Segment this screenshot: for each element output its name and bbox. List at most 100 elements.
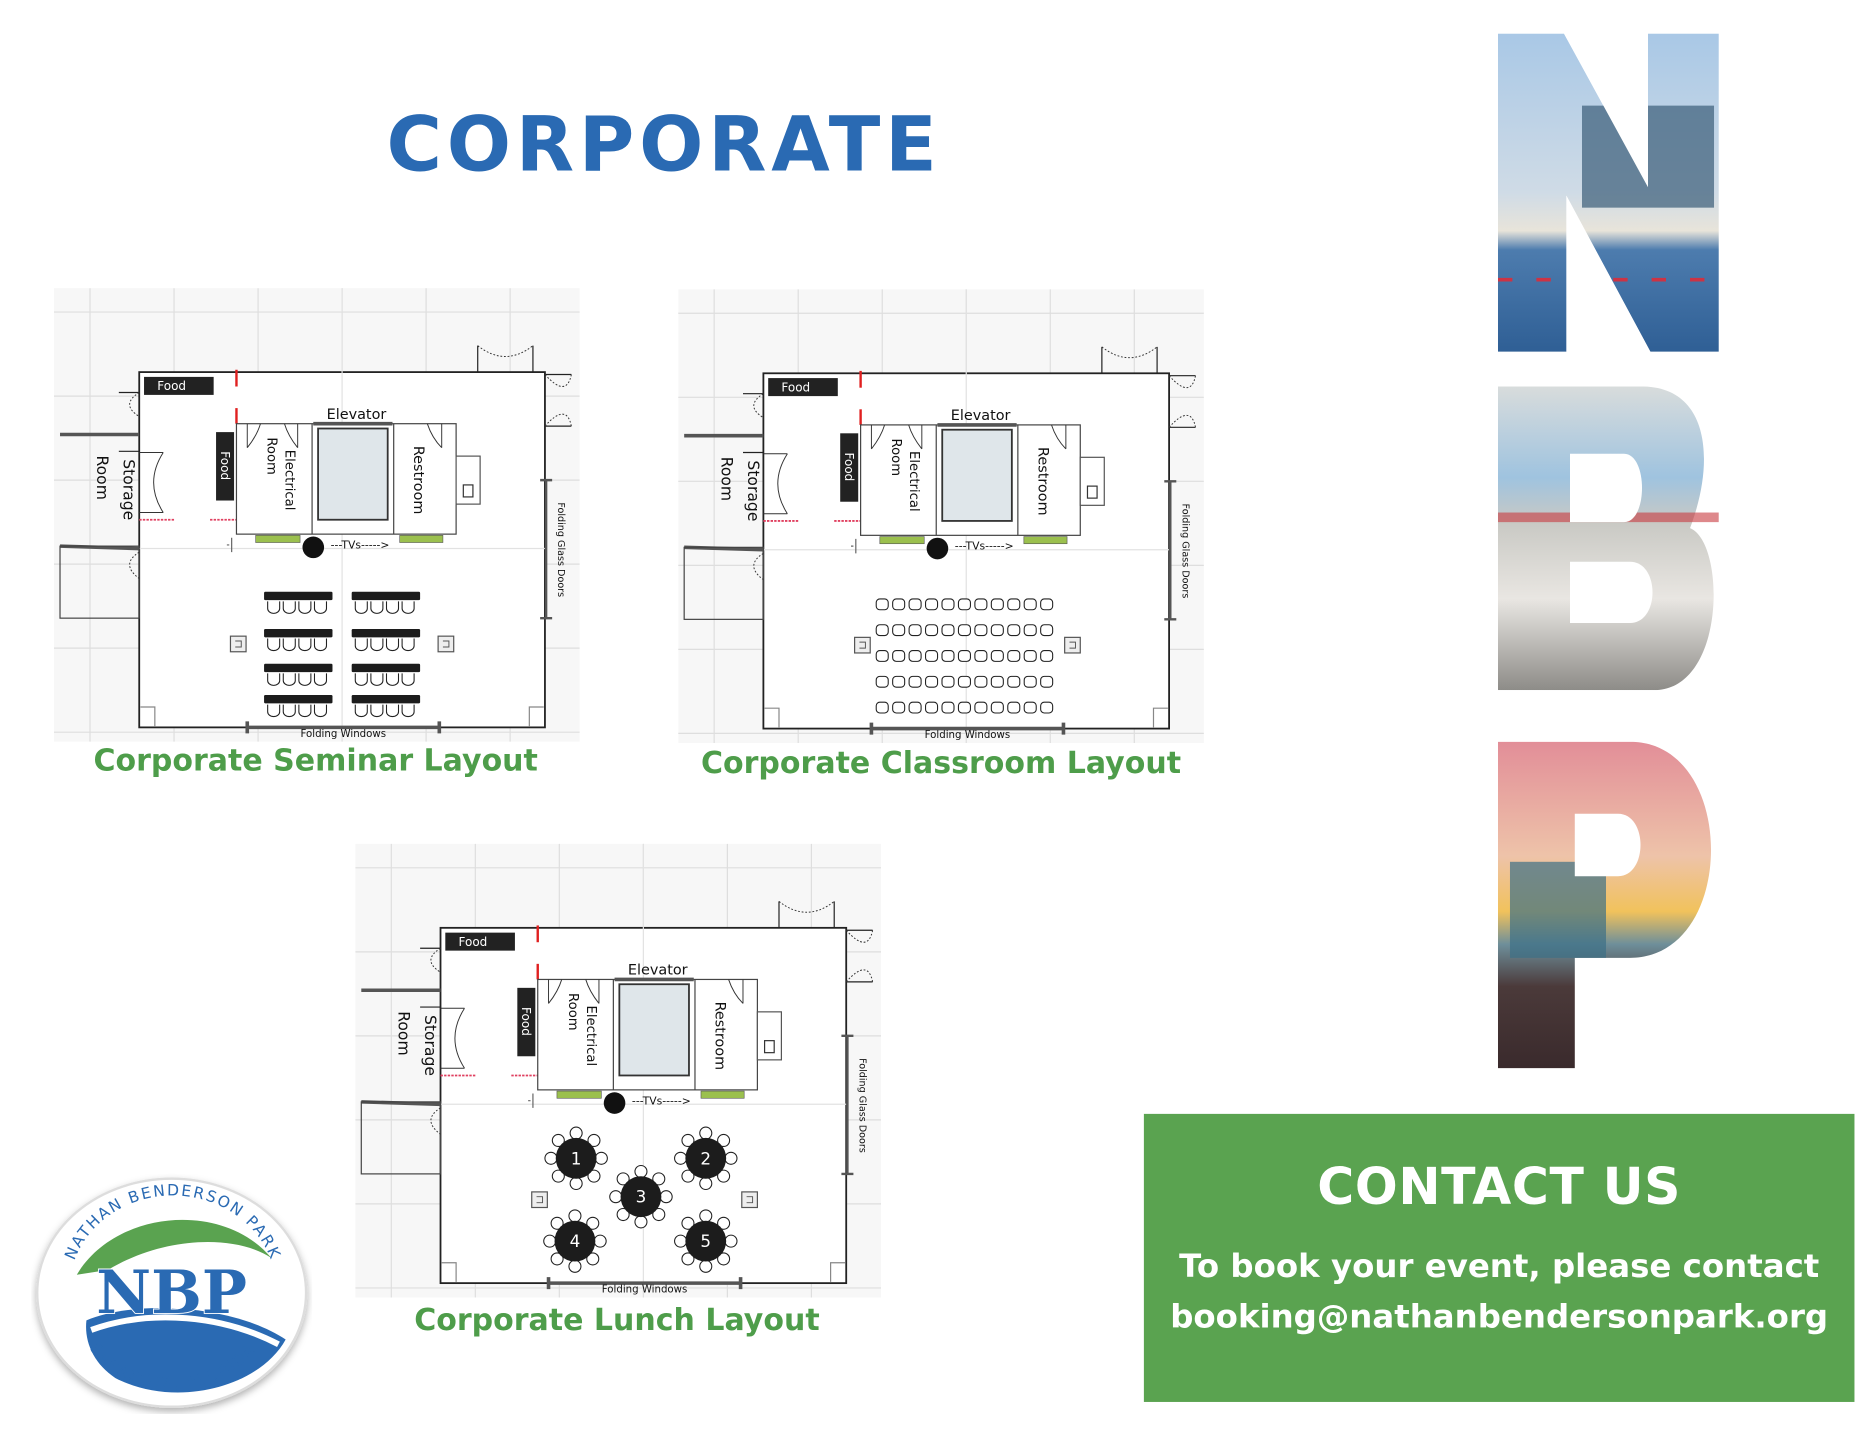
chair-icon: [298, 673, 312, 686]
electrical-room-label: Room: [888, 439, 903, 477]
chair-icon: [282, 601, 296, 614]
podium-icon: [229, 635, 247, 653]
electrical-room-label: Room: [565, 993, 580, 1031]
electrical-door-icon: [548, 979, 600, 1004]
folding-windows: [869, 722, 1066, 735]
chair-icon: [908, 701, 922, 714]
chair-icon: [699, 1176, 713, 1191]
elevator-box: [941, 428, 1013, 522]
chair-icon: [298, 638, 312, 652]
contact-box: CONTACT US To book your event, please co…: [1143, 1113, 1855, 1402]
corner-mark: [441, 1262, 846, 1282]
chair-icon: [370, 673, 384, 686]
round-table: [685, 1137, 727, 1179]
chair-icon: [634, 1164, 648, 1179]
door-swing-icon: [778, 901, 835, 913]
folding-windows: [245, 721, 442, 734]
tvs-label: ---TVs----->: [632, 1094, 691, 1107]
chair-icon: [569, 1126, 583, 1140]
chair-icon: [267, 601, 281, 614]
folding-glass-doors: [1164, 480, 1177, 621]
logo-initials: NBP: [96, 1258, 247, 1328]
chair-icon: [941, 598, 955, 611]
chair-icon: [550, 1252, 564, 1266]
podium-glyph: [442, 640, 450, 648]
chair-icon: [267, 704, 281, 718]
chair-icon: [941, 624, 955, 637]
sink-icon: [763, 1040, 775, 1054]
door-swing-icon: [845, 929, 874, 983]
round-table: [685, 1220, 727, 1262]
chair-icon: [941, 650, 955, 662]
restroom-label: Restroom: [410, 446, 426, 515]
food-table-top: [768, 378, 838, 397]
round-table: [554, 1220, 596, 1262]
chair-icon: [551, 1133, 565, 1148]
storage-annex: [59, 545, 140, 619]
chair-icon: [401, 704, 415, 718]
podium-icon: [854, 636, 871, 654]
chair-icon: [354, 601, 368, 614]
podium-icon: [531, 1191, 548, 1209]
chair-icon: [313, 638, 328, 652]
chair-icon: [385, 704, 400, 718]
lunch-layout-caption: Corporate Lunch Layout: [414, 1302, 820, 1338]
stairs-icon: [851, 538, 857, 554]
chair-icon: [370, 638, 384, 652]
chair-icon: [941, 701, 955, 714]
chair-icon: [941, 675, 955, 688]
folding-glass-doors-label: Folding Glass Doors: [856, 1058, 867, 1153]
seminar-table: [264, 628, 333, 638]
food-label: Food: [218, 451, 232, 480]
chair-icon: [908, 624, 922, 637]
contact-email-link[interactable]: booking@nathanbendersonpark.org: [1170, 1298, 1829, 1336]
storage-room-label: Room: [93, 456, 111, 500]
storage-door-icon: [139, 452, 164, 514]
chair-icon: [892, 650, 906, 662]
door-swing-icon: [1101, 346, 1158, 359]
chair-icon: [543, 1234, 557, 1248]
chair-icon: [957, 650, 971, 662]
chair-icon: [569, 1176, 583, 1191]
chair-icon: [282, 704, 296, 718]
chair-icon: [550, 1216, 564, 1230]
chair-icon: [699, 1209, 713, 1223]
storage-room-label: Room: [394, 1011, 412, 1055]
chair-icon: [354, 704, 368, 718]
chair-icon: [1007, 650, 1021, 662]
chair-icon: [908, 650, 922, 662]
tv-icon: [556, 1090, 602, 1099]
electrical-label: Electrical: [906, 451, 921, 512]
storage-annex: [360, 1101, 442, 1175]
chair-icon: [974, 650, 988, 662]
table-number: 4: [570, 1231, 581, 1251]
elevator-label: Elevator: [628, 963, 688, 979]
door-swing-icon: [753, 552, 764, 581]
chair-icon: [385, 673, 400, 686]
door-frame: [477, 345, 534, 373]
food-table-top: [144, 376, 214, 395]
seminar-table: [264, 591, 333, 601]
chair-icon: [551, 1169, 565, 1183]
chair-icon: [385, 601, 400, 614]
electrical-label: Electrical: [583, 1006, 598, 1067]
folding-windows-label: Folding Windows: [602, 1285, 688, 1296]
chair-icon: [990, 675, 1004, 688]
food-table-side: [216, 432, 235, 501]
round-table: [620, 1176, 662, 1218]
chair-icon: [724, 1151, 738, 1165]
storage-annex: [683, 546, 764, 620]
chair-icon: [681, 1169, 695, 1183]
chair-icon: [282, 638, 296, 652]
chair-icon: [313, 704, 328, 718]
podium-glyph: [235, 640, 242, 648]
chair-icon: [717, 1169, 731, 1183]
chair-icon: [609, 1190, 623, 1204]
chair-icon: [385, 638, 400, 652]
chair-icon: [892, 624, 906, 637]
storage-door-icon: [440, 1007, 465, 1069]
chair-icon: [892, 598, 906, 611]
chair-icon: [990, 650, 1004, 662]
folding-windows: [546, 1277, 743, 1290]
